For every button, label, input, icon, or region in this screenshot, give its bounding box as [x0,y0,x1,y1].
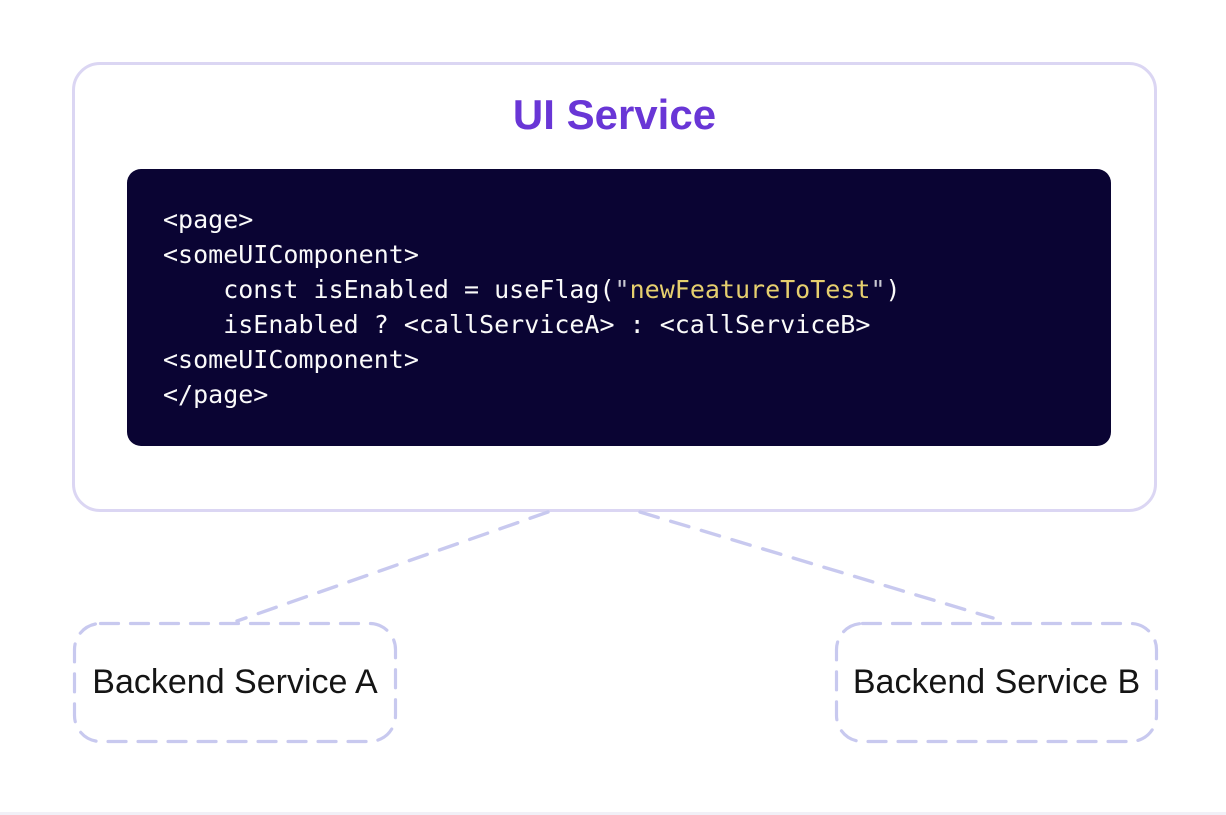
connector-to-backend-b [638,510,995,620]
code-line-component-open: <someUIComponent> [163,240,419,269]
code-open-quote: " [614,275,630,304]
code-line-page-close: </page> [163,380,269,409]
backend-service-b-label: Backend Service B [852,663,1141,701]
code-close-quote: " [870,275,886,304]
code-line-page-open: <page> [163,205,254,234]
ui-service-container: UI Service <page> <someUIComponent> cons… [72,62,1157,512]
code-block: <page> <someUIComponent> const isEnabled… [127,169,1111,446]
code-line-useflag: const isEnabled = useFlag("newFeatureToT… [163,272,1075,307]
code-useflag-before: const isEnabled = useFlag( [163,275,615,304]
connector-to-backend-a [235,510,550,623]
code-line-ternary: isEnabled ? <callServiceA> : <callServic… [163,310,871,339]
code-flag-string: newFeatureToTest [629,275,871,304]
code-line-component-close: <someUIComponent> [163,345,419,374]
code-useflag-after: ) [885,275,901,304]
bottom-divider [0,812,1226,815]
backend-service-a-label: Backend Service A [92,663,378,701]
ui-service-title: UI Service [512,91,717,138]
